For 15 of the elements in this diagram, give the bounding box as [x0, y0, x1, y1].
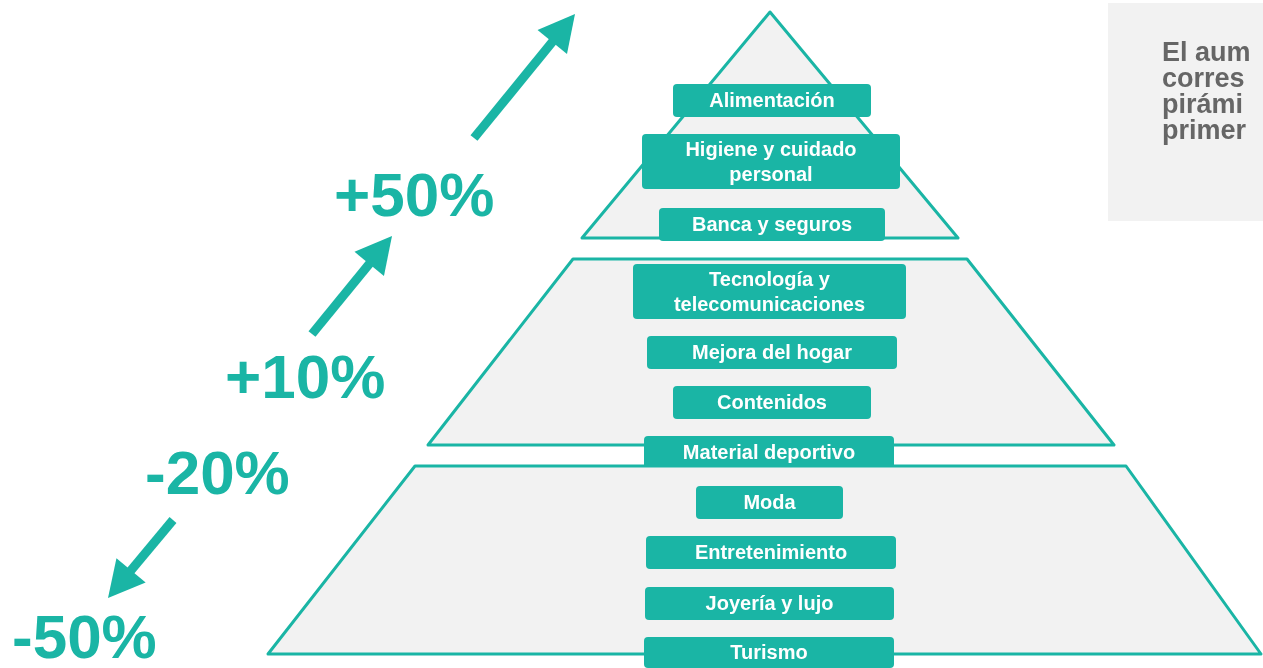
category-label: Tecnología y telecomunicaciones: [633, 264, 906, 319]
percentage-label: +50%: [334, 164, 495, 226]
category-label: Turismo: [644, 637, 894, 668]
category-label: Entretenimiento: [646, 536, 896, 569]
percentage-label: -20%: [145, 442, 290, 504]
note-text: El aum corres pirámi primer: [1162, 39, 1252, 143]
category-label: Joyería y lujo: [645, 587, 894, 620]
category-label: Banca y seguros: [659, 208, 885, 241]
percentage-label: -50%: [12, 606, 157, 668]
category-label: Mejora del hogar: [647, 336, 897, 369]
category-label: Alimentación: [673, 84, 871, 117]
percentage-label: +10%: [225, 346, 386, 408]
category-label: Contenidos: [673, 386, 871, 419]
category-label: Moda: [696, 486, 843, 519]
category-label: Higiene y cuidado personal: [642, 134, 900, 189]
